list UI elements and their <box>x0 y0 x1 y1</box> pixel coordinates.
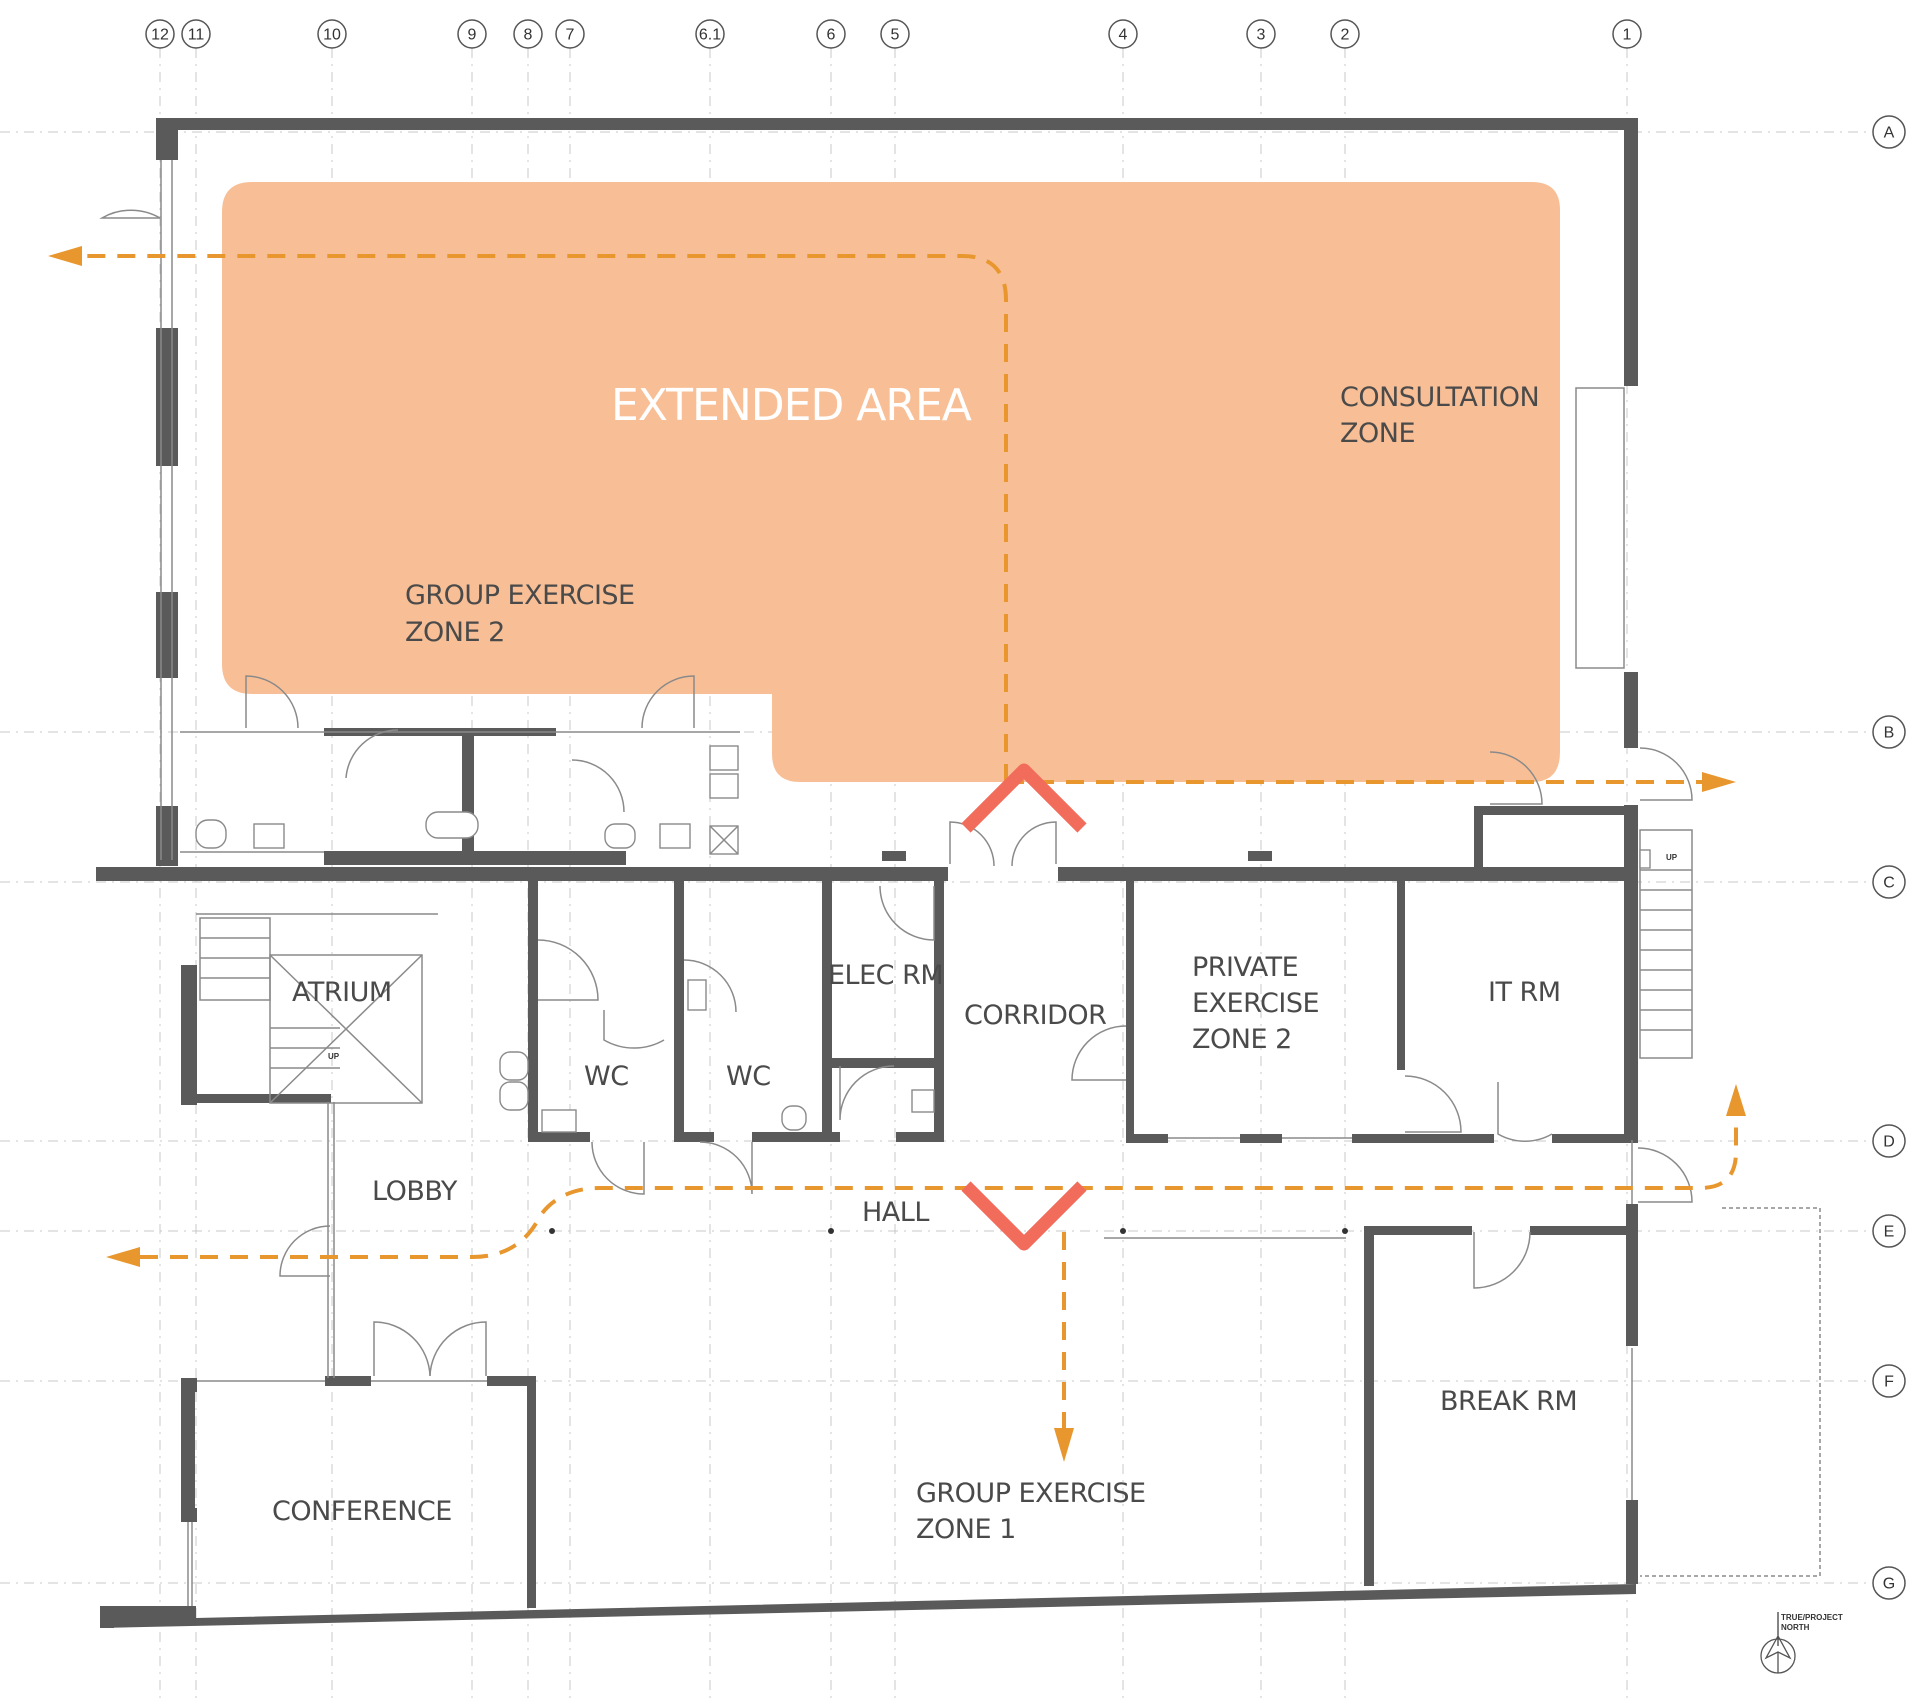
consultation-zone-label-line2: ZONE <box>1340 418 1415 449</box>
north-arrow-label-line2: NORTH <box>1781 1623 1810 1632</box>
wc-label-1: WC <box>584 1061 629 1092</box>
grid-label-e: E <box>1884 1224 1895 1241</box>
north-arrow: TRUE/PROJECT NORTH <box>1760 1612 1843 1674</box>
grid-label-1: 1 <box>1623 27 1632 44</box>
exit-arrow-west-upper <box>48 246 82 266</box>
north-arrow-label-line1: TRUE/PROJECT <box>1781 1613 1843 1622</box>
walls <box>96 118 1638 1628</box>
stair-up-label-right: UP <box>1666 853 1678 862</box>
exit-arrow-east <box>1702 772 1736 792</box>
grid-label-10: 10 <box>323 27 341 44</box>
consultation-zone-label-line1: CONSULTATION <box>1340 382 1539 413</box>
grid-label-b: B <box>1884 725 1895 742</box>
grid-bubble-9: 9 <box>457 19 487 49</box>
exit-paths <box>48 246 1746 1462</box>
grid-label-3: 3 <box>1257 27 1266 44</box>
extended-area-highlight <box>222 182 1560 782</box>
group-exercise-zone-1-label-line1: GROUP EXERCISE <box>916 1478 1146 1509</box>
grid-bubble-7: 7 <box>555 19 585 49</box>
private-exercise-zone-2-label-line2: EXERCISE <box>1192 988 1319 1019</box>
corridor-label: CORRIDOR <box>964 1000 1106 1031</box>
private-exercise-zone-2-label-line3: ZONE 2 <box>1192 1024 1292 1055</box>
group-exercise-zone-2-label-line1: GROUP EXERCISE <box>405 580 635 611</box>
atrium-label: ATRIUM <box>292 977 392 1008</box>
group-exercise-zone-2-label-line2: ZONE 2 <box>405 617 505 648</box>
grid-label-6-1: 6.1 <box>699 27 721 44</box>
elec-rm-label: ELEC RM <box>828 960 943 991</box>
grid-label-5: 5 <box>891 27 900 44</box>
it-rm-label: IT RM <box>1488 977 1561 1008</box>
grid-bubble-4: 4 <box>1108 19 1138 49</box>
grid-label-d: D <box>1883 1134 1895 1151</box>
grid-bubble-6-1: 6.1 <box>695 19 725 49</box>
grid-bubble-e: E <box>1872 1214 1906 1248</box>
grid-label-8: 8 <box>524 27 533 44</box>
grid-label-c: C <box>1883 875 1895 892</box>
grid-bubble-3: 3 <box>1246 19 1276 49</box>
break-rm-label: BREAK RM <box>1440 1386 1577 1417</box>
grid-bubble-10: 10 <box>317 19 347 49</box>
exit-arrow-south <box>1054 1428 1074 1462</box>
grid-bubble-f: F <box>1872 1364 1906 1398</box>
grid-label-g: G <box>1883 1576 1895 1593</box>
exit-path-hall <box>140 1114 1738 1259</box>
grid-label-12: 12 <box>151 27 169 44</box>
grid-bubble-8: 8 <box>513 19 543 49</box>
grid-label-4: 4 <box>1119 27 1128 44</box>
grid-label-6: 6 <box>827 27 836 44</box>
grid-label-2: 2 <box>1341 27 1350 44</box>
extended-area-label: EXTENDED AREA <box>611 380 972 431</box>
grid-label-11: 11 <box>188 27 205 44</box>
room-labels: EXTENDED AREA CONSULTATION ZONE GROUP EX… <box>272 380 1578 1545</box>
grid-label-a: A <box>1884 125 1895 142</box>
grid-bubble-12: 12 <box>145 19 175 49</box>
exit-arrow-west-lower <box>106 1247 140 1267</box>
grid-bubble-d: D <box>1872 1124 1906 1158</box>
corridor-arrow <box>961 763 1087 1251</box>
group-exercise-zone-1-label-line2: ZONE 1 <box>916 1514 1016 1545</box>
lobby-label: LOBBY <box>372 1176 458 1207</box>
exit-arrow-north-right <box>1726 1084 1746 1116</box>
grid-bubble-1: 1 <box>1612 19 1642 49</box>
grid-bubble-g: G <box>1872 1566 1906 1600</box>
conference-label: CONFERENCE <box>272 1496 452 1527</box>
exit-path-north <box>80 254 1008 782</box>
grid-label-9: 9 <box>468 27 477 44</box>
wc-label-2: WC <box>726 1061 771 1092</box>
linework: UP UP <box>99 160 1821 1606</box>
grid-bubble-2: 2 <box>1330 19 1360 49</box>
grid-bubble-6: 6 <box>816 19 846 49</box>
grid-bubble-c: C <box>1872 865 1906 899</box>
stair-up-label-atrium: UP <box>328 1052 340 1061</box>
grid-bubble-11: 11 <box>181 19 211 49</box>
grid-label-7: 7 <box>566 27 575 44</box>
grid-bubble-a: A <box>1872 115 1906 149</box>
private-exercise-zone-2-label-line1: PRIVATE <box>1192 952 1298 983</box>
grid-bubble-5: 5 <box>880 19 910 49</box>
grid-label-f: F <box>1884 1374 1894 1391</box>
hall-label: HALL <box>862 1197 929 1228</box>
grid-bubble-b: B <box>1872 715 1906 749</box>
